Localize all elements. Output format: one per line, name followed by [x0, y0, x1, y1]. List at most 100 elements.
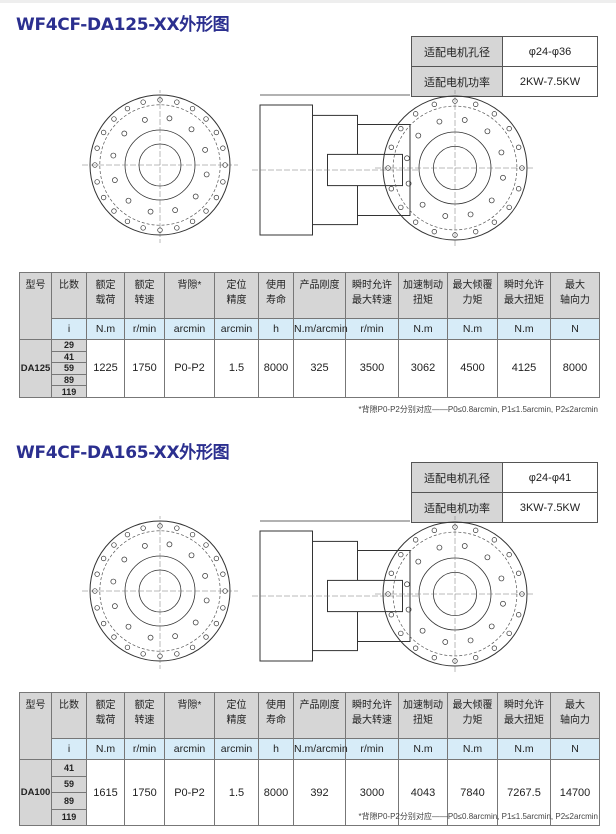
- header-row: 型号比数额定载荷额定转速背隙*定位精度使用寿命产品刚度瞬时允许最大转速加速制动扭…: [19, 272, 600, 340]
- section-view-drawing: [252, 520, 418, 662]
- front-view-drawing: [82, 516, 238, 669]
- dimension-drawing: [82, 516, 535, 674]
- column-header: 使用寿命: [258, 272, 294, 319]
- value-cell: 325: [293, 339, 346, 398]
- value-cell: 1750: [124, 339, 165, 398]
- value-cell: 8000: [258, 759, 294, 826]
- header-line: 最大转速: [352, 715, 392, 726]
- header-line: 精度: [226, 295, 247, 306]
- header-line: 使用: [266, 700, 286, 711]
- value-cell: 3000: [345, 759, 399, 826]
- header-line: 扭矩: [413, 715, 433, 726]
- unit-cell: r/min: [124, 318, 165, 340]
- section-title: WF4CF-DA125-XX外形图: [16, 15, 230, 35]
- column-header: 使用寿命: [258, 692, 294, 739]
- unit-cell: N.m: [447, 318, 498, 340]
- value-cell: 1.5: [214, 759, 259, 826]
- ratio-cell: 119: [51, 808, 87, 826]
- spec-label: 适配电机功率: [411, 492, 503, 523]
- header-line: 寿命: [266, 715, 286, 726]
- value-cell: 3062: [398, 339, 448, 398]
- unit-cell: N.m/arcmin: [293, 738, 348, 760]
- header-line: 力矩: [462, 295, 483, 306]
- unit-cell: N.m: [398, 318, 448, 340]
- value-cell: 4125: [497, 339, 551, 398]
- header-line: 最大扭矩: [504, 715, 544, 726]
- header-line: 轴向力: [560, 715, 590, 726]
- value-cell: P0-P2: [164, 339, 215, 398]
- top-divider: [0, 0, 616, 3]
- ratio-cell: 59: [51, 775, 87, 793]
- table-row: 59: [20, 775, 600, 793]
- header-line: 产品刚度: [299, 700, 340, 711]
- spec-value: φ24-φ41: [502, 462, 598, 493]
- ratio-cell: 119: [51, 385, 87, 398]
- value-cell: 8000: [550, 339, 600, 398]
- header-line: 瞬时允许: [352, 280, 392, 291]
- unit-cell: N.m: [86, 738, 125, 760]
- column-header: 最大倾覆力矩: [447, 272, 498, 319]
- column-header: 最大轴向力: [550, 692, 600, 739]
- column-header: 额定转速: [124, 692, 165, 739]
- section-view-drawing: [252, 94, 418, 236]
- header-line: 额定: [95, 700, 116, 711]
- column-header: 最大倾覆力矩: [447, 692, 498, 739]
- column-header: 瞬时允许最大扭矩: [497, 272, 551, 319]
- spec-value: 3KW-7.5KW: [502, 492, 598, 523]
- header-line: 轴向力: [560, 295, 590, 306]
- header-line: 型号: [25, 700, 46, 711]
- header-line: 瞬时允许: [504, 700, 544, 711]
- column-header: 额定转速: [124, 272, 165, 319]
- header-line: 精度: [226, 715, 247, 726]
- header-line: 转速: [134, 715, 155, 726]
- header-line: 额定: [95, 280, 116, 291]
- table-row: 119: [20, 808, 600, 826]
- header-line: 额定: [134, 280, 155, 291]
- unit-cell: h: [258, 318, 294, 340]
- spec-table: 型号比数额定载荷额定转速背隙*定位精度使用寿命产品刚度瞬时允许最大转速加速制动扭…: [19, 692, 600, 826]
- unit-cell: N.m: [497, 318, 551, 340]
- ratio-cell: 89: [51, 373, 87, 387]
- value-cell: 8000: [258, 339, 294, 398]
- value-cell: 4500: [447, 339, 498, 398]
- column-header: 型号: [19, 272, 52, 340]
- header-line: 最大倾覆: [452, 280, 493, 291]
- unit-cell: arcmin: [214, 318, 259, 340]
- value-cell: 1615: [86, 759, 125, 826]
- header-line: 背隙*: [177, 700, 202, 711]
- unit-cell: N: [550, 738, 600, 760]
- header-line: 瞬时允许: [504, 280, 544, 291]
- column-header: 瞬时允许最大转速: [345, 692, 399, 739]
- spec-label: 适配电机孔径: [411, 36, 503, 67]
- unit-cell: r/min: [345, 738, 399, 760]
- header-line: 比数: [59, 280, 79, 291]
- unit-cell: h: [258, 738, 294, 760]
- rear-view-drawing: [375, 90, 535, 248]
- column-header: 比数: [51, 692, 87, 739]
- model-cell: DA125: [19, 339, 52, 398]
- value-cell: 1225: [86, 339, 125, 398]
- ratio-cell: 41: [51, 350, 87, 364]
- backlash-note: *背隙P0-P2分别对应——P0≤0.8arcmin, P1≤1.5arcmin…: [358, 812, 598, 821]
- header-line: 瞬时允许: [352, 700, 392, 711]
- value-cell: P0-P2: [164, 759, 215, 826]
- unit-cell: N: [550, 318, 600, 340]
- unit-cell: N.m: [398, 738, 448, 760]
- table-row: 119: [20, 385, 600, 398]
- header-line: 加速制动: [403, 700, 443, 711]
- section-title: WF4CF-DA165-XX外形图: [16, 443, 230, 463]
- model-cell: DA100: [19, 759, 52, 826]
- column-header: 产品刚度: [293, 692, 346, 739]
- column-header: 加速制动扭矩: [398, 272, 448, 319]
- value-cell: 392: [293, 759, 346, 826]
- unit-cell: i: [51, 738, 87, 760]
- unit-cell: i: [51, 318, 87, 340]
- spec-label: 适配电机功率: [411, 66, 503, 97]
- front-view-drawing: [82, 90, 238, 243]
- unit-cell: r/min: [345, 318, 399, 340]
